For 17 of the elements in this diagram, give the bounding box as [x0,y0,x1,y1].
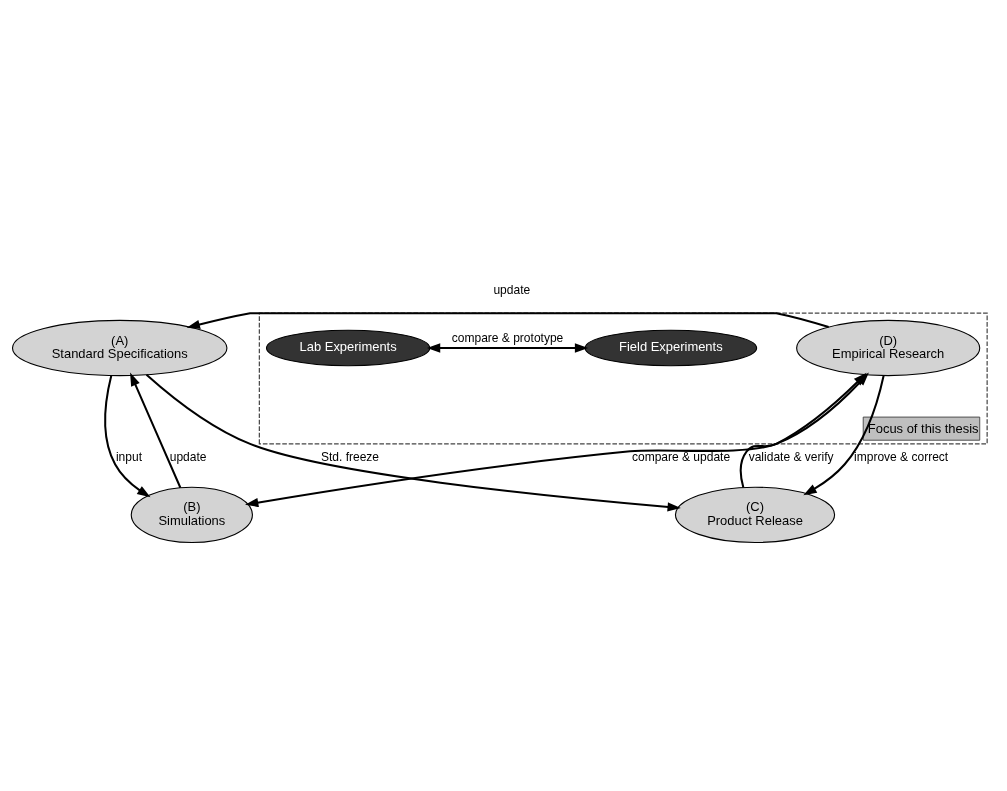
arrow [803,375,885,496]
arrow [130,372,182,489]
arrow [104,375,151,498]
arrow [145,373,681,512]
node-ellipse: Field Experiments [584,329,758,367]
node-ellipse: Lab Experiments [265,329,431,367]
arrow [426,343,589,353]
node-ellipse: (D) Empirical Research [796,319,981,377]
edge-label: compare & prototype [451,330,564,345]
arrow [186,312,829,329]
edge-label: Std. freeze [320,449,380,464]
edge-label: compare & update [631,449,731,464]
edge-label: update [493,283,531,298]
edge-label: improve & correct [854,449,949,464]
edge-label: update [169,449,207,464]
edge-label: validate & verify [748,449,834,464]
edge-label: input [115,449,142,464]
